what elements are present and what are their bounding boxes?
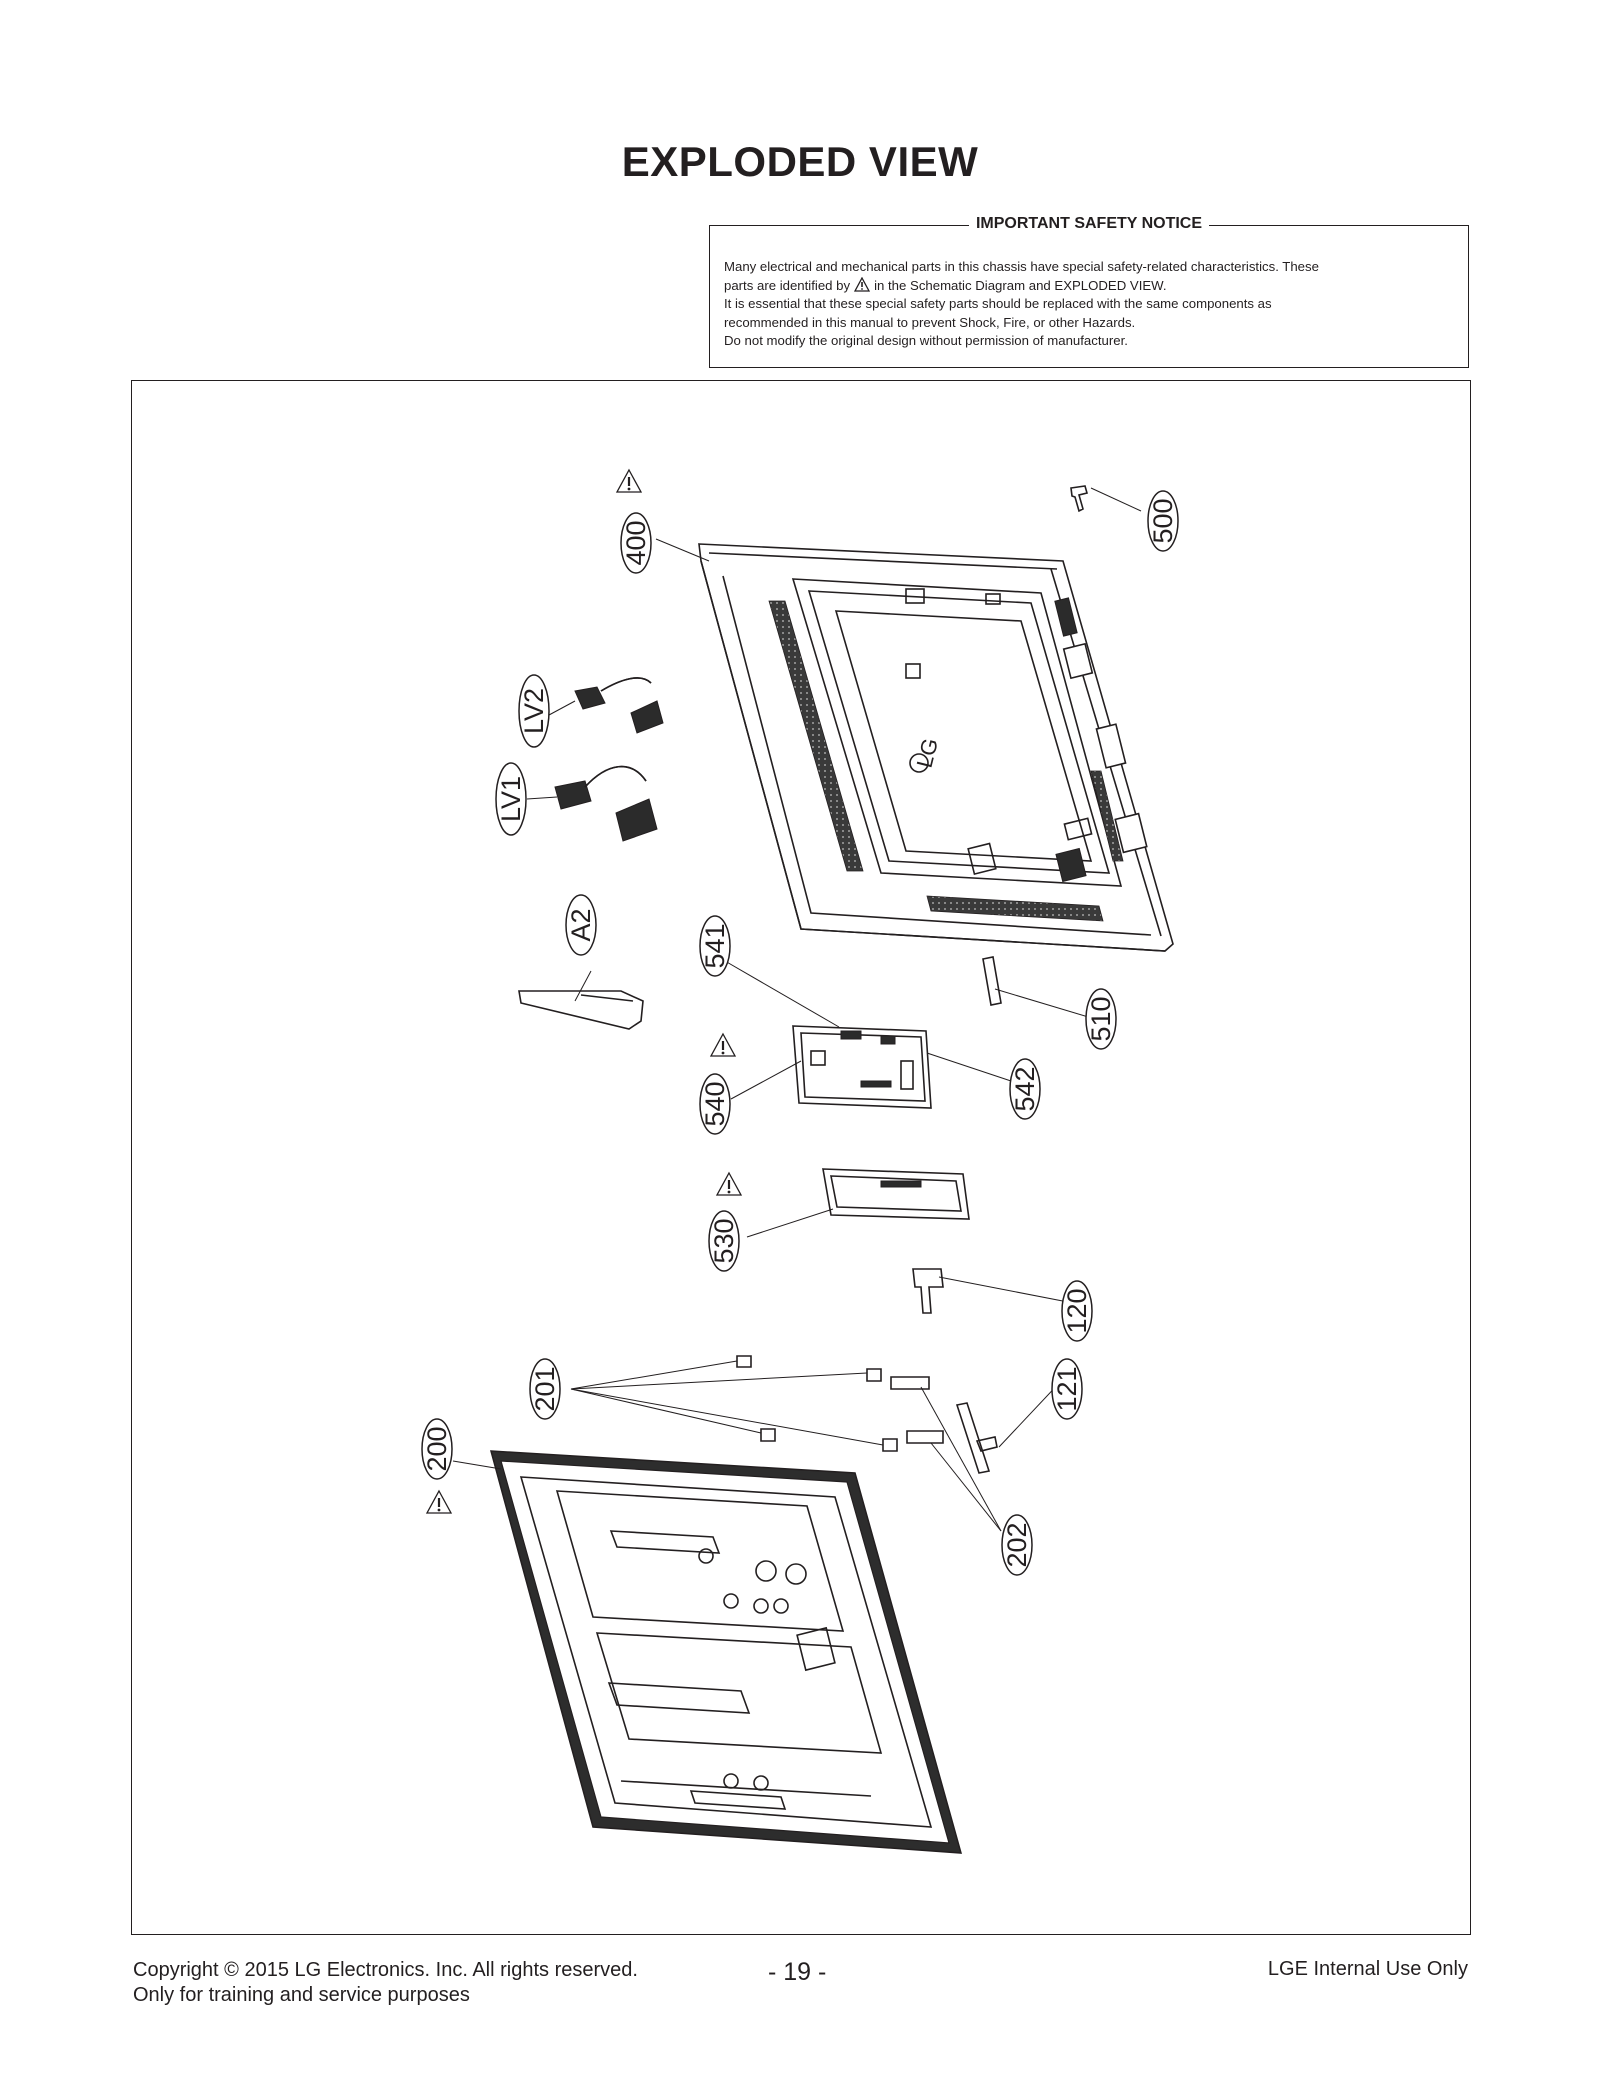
bracket-part-120 [912,1268,944,1314]
part-label-202: 202 [1001,1514,1033,1576]
svg-text:400: 400 [621,520,651,565]
lvds-cable-part-lv2 [574,677,664,734]
notice-line-3: It is essential that these special safet… [724,296,1272,311]
copyright-text: Copyright © 2015 LG Electronics. Inc. Al… [133,1959,638,1981]
svg-text:542: 542 [1010,1066,1040,1111]
part-label-540: 540 [699,1032,737,1135]
part-label-541: 541 [699,915,731,977]
power-board-part-530 [822,1168,970,1220]
notice-line-5: Do not modify the original design withou… [724,333,1128,348]
bracket-parts-202 [890,1376,944,1444]
part-label-530: 530 [708,1171,743,1272]
svg-text:200: 200 [422,1426,452,1471]
footer-copyright: Copyright © 2015 LG Electronics. Inc. Al… [133,1958,638,2008]
part-label-510: 510 [1085,988,1117,1050]
svg-text:500: 500 [1148,498,1178,543]
page-number: - 19 - [768,1958,827,1986]
svg-text:LV2: LV2 [519,688,549,734]
remote-control-part-a2 [518,990,644,1030]
exploded-view-frame: LG [131,380,1471,1935]
safety-notice-box: IMPORTANT SAFETY NOTICE Many electrical … [709,215,1469,368]
svg-text:121: 121 [1052,1366,1082,1411]
part-label-542: 542 [1009,1058,1041,1120]
svg-text:541: 541 [700,923,730,968]
page-title: EXPLODED VIEW [621,138,979,185]
part-label-121: 121 [1051,1358,1083,1420]
rear-cover-part-400: LG [698,543,1174,952]
bracket-parts-201 [736,1355,898,1452]
small-board-part-510 [982,956,1002,1006]
main-board-part-540 [792,1025,932,1109]
part-label-lv1: LV1 [495,762,527,836]
svg-text:201: 201 [530,1366,560,1411]
bracket-part-121 [955,1402,998,1474]
safety-notice-body: Many electrical and mechanical parts in … [724,258,1454,351]
leader-lines [452,487,1142,1532]
part-label-201: 201 [529,1358,561,1420]
lvds-cable-part-lv1 [554,765,658,842]
part-label-200: 200 [421,1418,453,1515]
part-label-120: 120 [1061,1280,1093,1342]
notice-line-4: recommended in this manual to prevent Sh… [724,314,1136,330]
svg-text:LV1: LV1 [496,776,526,822]
part-label-a2: A2 [565,894,597,956]
safety-notice-title: IMPORTANT SAFETY NOTICE [968,215,1210,232]
exploded-view-diagram: LG [421,468,1179,1854]
display-panel-part-200 [490,1450,963,1854]
svg-text:530: 530 [709,1218,739,1263]
purpose-text: Only for training and service purposes [133,1984,470,2006]
svg-text:510: 510 [1086,996,1116,1041]
warning-triangle-icon [854,276,871,292]
part-label-lv2: LV2 [518,674,550,748]
part-label-400: 400 [615,468,652,574]
svg-text:120: 120 [1062,1288,1092,1333]
screw-part-500 [1070,485,1088,513]
part-label-500: 500 [1147,490,1179,552]
svg-text:A2: A2 [566,908,596,941]
internal-use-label: LGE Internal Use Only [1267,1958,1468,1980]
svg-text:202: 202 [1002,1522,1032,1567]
notice-line-1: Many electrical and mechanical parts in … [724,259,1319,274]
svg-text:540: 540 [700,1081,730,1126]
